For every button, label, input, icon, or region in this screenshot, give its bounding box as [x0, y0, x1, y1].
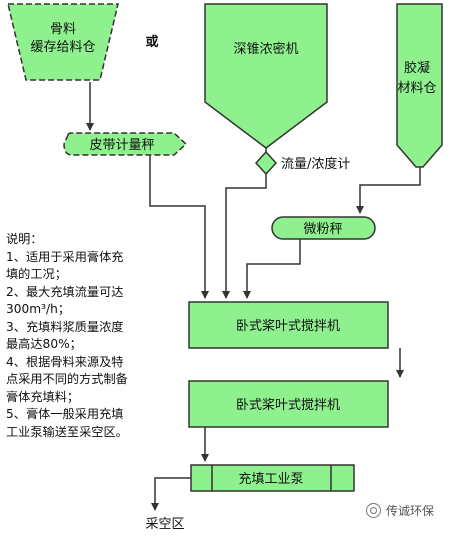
flow-density-meter: 流量/浓度计 — [254, 150, 350, 176]
notes-line: 5、膏体一般采用充填 — [6, 407, 124, 421]
belt-weighing-scale: 皮带计量秤 — [63, 132, 188, 156]
mixer-2-label: 卧式桨叶式搅拌机 — [236, 397, 340, 413]
arrow-belt-to-mixer — [149, 155, 209, 299]
connectors — [86, 82, 421, 511]
micro-powder-scale: 微粉秤 — [271, 216, 376, 240]
thickener-label: 深锥浓密机 — [233, 41, 298, 57]
notes-line: 300m³/h； — [6, 302, 71, 316]
deep-cone-thickener: 深锥浓密机 — [204, 3, 328, 149]
flow-meter-label: 流量/浓度计 — [281, 156, 350, 172]
notes-line: 1、适用于采用膏体充 — [6, 249, 124, 264]
notes-line: 点采用不同的方式制备 — [6, 372, 128, 386]
notes-line: 说明： — [6, 232, 43, 246]
arrow-cement-to-powder — [356, 167, 421, 214]
belt-scale-label: 皮带计量秤 — [89, 138, 154, 153]
watermark-text: 传诚环保 — [386, 504, 435, 518]
aggregate-bin-label-1: 骨料 — [50, 22, 76, 37]
filling-pump-label: 充填工业泵 — [238, 471, 303, 487]
notes-line: 膏体充填料； — [6, 389, 80, 404]
or-label: 或 — [145, 34, 158, 50]
cement-bin-label-1: 胶凝 — [404, 60, 430, 76]
notes-line: 填的工况； — [6, 267, 67, 281]
powder-scale-label: 微粉秤 — [303, 222, 342, 237]
filling-pump: 充填工业泵 — [190, 464, 355, 492]
notes-block: 说明： 1、适用于采用膏体充 填的工况； 2、最大充填流量可达 300m³/h；… — [6, 231, 176, 441]
aggregate-bin-label-2: 缓存给料仓 — [30, 40, 95, 55]
notes-line: 3、充填料浆质量浓度 — [6, 319, 124, 334]
cement-bin-label-2: 材料仓 — [397, 81, 436, 96]
aggregate-bin: 骨料 缓存给料仓 — [7, 3, 119, 81]
notes-line: 2、最大充填流量可达 — [6, 284, 124, 299]
goaf-label: 采空区 — [145, 517, 184, 532]
notes-line: 工业泵输送至采空区。 — [6, 424, 128, 439]
notes-line: 最高达80%； — [6, 337, 82, 351]
wechat-channel-icon — [366, 503, 381, 518]
watermark: 传诚环保 — [366, 502, 434, 519]
mixer-1: 卧式桨叶式搅拌机 — [188, 301, 389, 349]
arrow-pump-to-goaf — [151, 477, 191, 511]
notes-line: 4、根据骨料来源及特 — [6, 354, 124, 369]
cement-material-bin: 胶凝 材料仓 — [396, 3, 443, 168]
mixer-2: 卧式桨叶式搅拌机 — [188, 380, 389, 428]
mixer-1-label: 卧式桨叶式搅拌机 — [236, 318, 340, 334]
arrow-meter-to-mixer — [222, 174, 267, 299]
arrow-powder-to-mixer — [243, 239, 301, 299]
